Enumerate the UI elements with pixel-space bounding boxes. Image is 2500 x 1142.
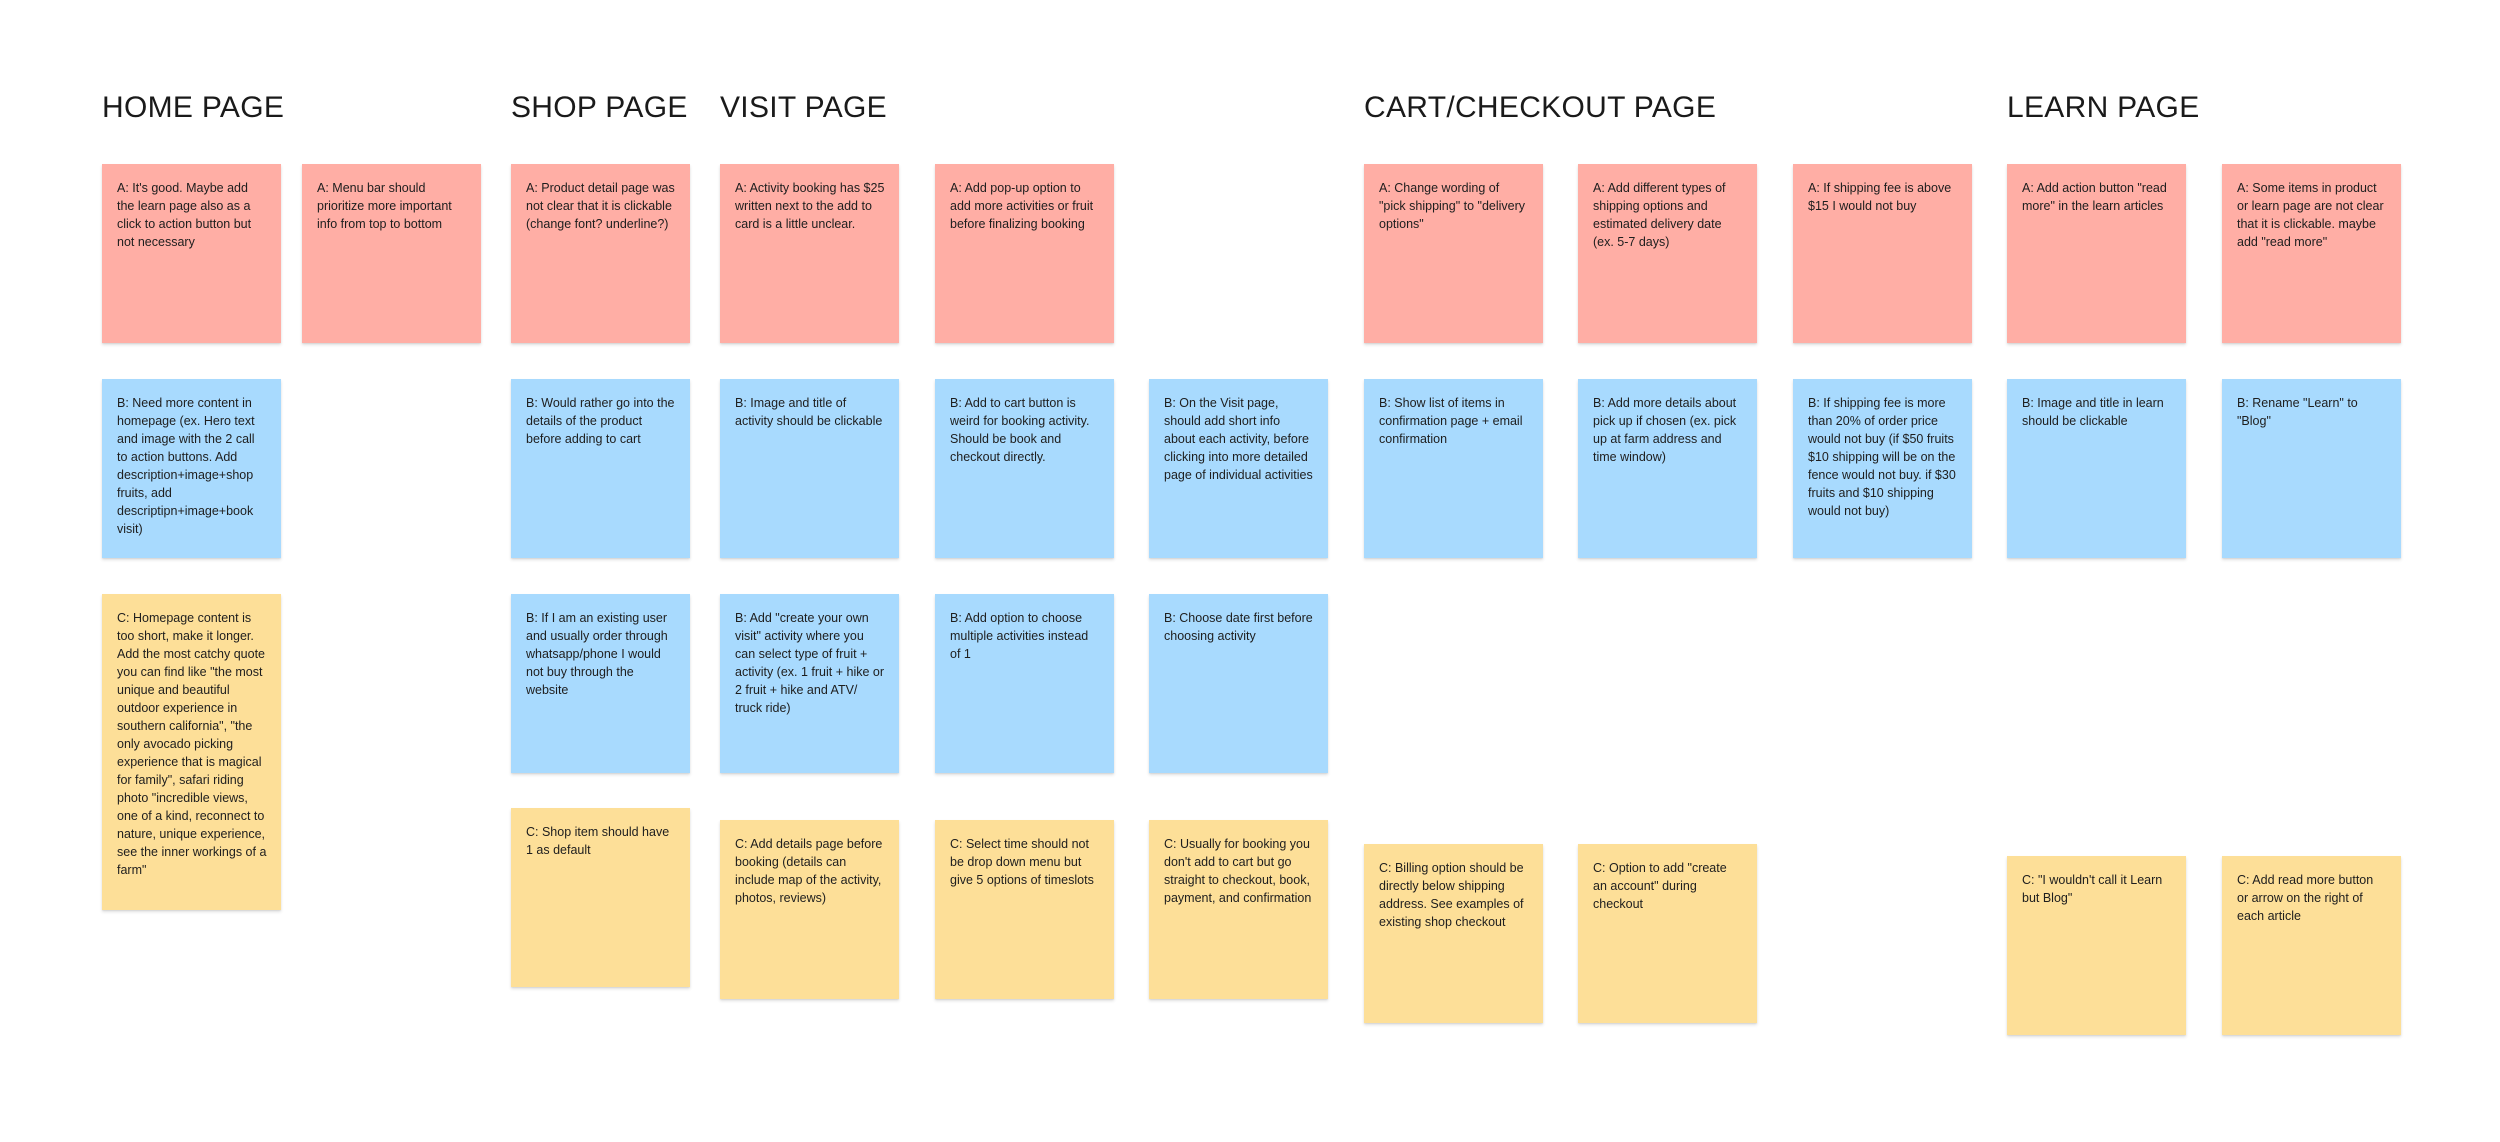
sticky-note-learn-c1[interactable]: C: "I wouldn't call it Learn but Blog" (2007, 856, 2186, 1035)
sticky-note-learn-a2[interactable]: A: Some items in product or learn page a… (2222, 164, 2401, 343)
sticky-note-visit-a2[interactable]: A: Add pop-up option to add more activit… (935, 164, 1114, 343)
heading-visit-page: VISIT PAGE (720, 91, 887, 124)
sticky-note-cart-b2[interactable]: B: Add more details about pick up if cho… (1578, 379, 1757, 558)
sticky-note-shop-b2[interactable]: B: If I am an existing user and usually … (511, 594, 690, 773)
sticky-note-cart-a3[interactable]: A: If shipping fee is above $15 I would … (1793, 164, 1972, 343)
sticky-note-cart-a1[interactable]: A: Change wording of "pick shipping" to … (1364, 164, 1543, 343)
heading-cart-checkout-page: CART/CHECKOUT PAGE (1364, 91, 1717, 124)
sticky-note-visit-b6[interactable]: B: Choose date first before choosing act… (1149, 594, 1328, 773)
sticky-note-visit-a1[interactable]: A: Activity booking has $25 written next… (720, 164, 899, 343)
sticky-note-shop-b1[interactable]: B: Would rather go into the details of t… (511, 379, 690, 558)
sticky-note-home-c1[interactable]: C: Homepage content is too short, make i… (102, 594, 281, 910)
sticky-note-visit-b4[interactable]: B: Add "create your own visit" activity … (720, 594, 899, 773)
heading-shop-page: SHOP PAGE (511, 91, 688, 124)
sticky-note-learn-a1[interactable]: A: Add action button "read more" in the … (2007, 164, 2186, 343)
sticky-note-visit-c1[interactable]: C: Add details page before booking (deta… (720, 820, 899, 999)
sticky-note-visit-b3[interactable]: B: On the Visit page, should add short i… (1149, 379, 1328, 558)
sticky-note-cart-c1[interactable]: C: Billing option should be directly bel… (1364, 844, 1543, 1023)
sticky-note-cart-b3[interactable]: B: If shipping fee is more than 20% of o… (1793, 379, 1972, 558)
sticky-note-shop-a1[interactable]: A: Product detail page was not clear tha… (511, 164, 690, 343)
sticky-note-learn-b2[interactable]: B: Rename "Learn" to "Blog" (2222, 379, 2401, 558)
sticky-note-cart-a2[interactable]: A: Add different types of shipping optio… (1578, 164, 1757, 343)
heading-learn-page: LEARN PAGE (2007, 91, 2200, 124)
sticky-note-cart-c2[interactable]: C: Option to add "create an account" dur… (1578, 844, 1757, 1023)
sticky-note-learn-b1[interactable]: B: Image and title in learn should be cl… (2007, 379, 2186, 558)
sticky-note-visit-b2[interactable]: B: Add to cart button is weird for booki… (935, 379, 1114, 558)
heading-home-page: HOME PAGE (102, 91, 285, 124)
sticky-note-shop-c1[interactable]: C: Shop item should have 1 as default (511, 808, 690, 987)
sticky-note-cart-b1[interactable]: B: Show list of items in confirmation pa… (1364, 379, 1543, 558)
sticky-note-learn-c2[interactable]: C: Add read more button or arrow on the … (2222, 856, 2401, 1035)
sticky-note-visit-c2[interactable]: C: Select time should not be drop down m… (935, 820, 1114, 999)
sticky-note-home-a2[interactable]: A: Menu bar should prioritize more impor… (302, 164, 481, 343)
sticky-note-visit-c3[interactable]: C: Usually for booking you don't add to … (1149, 820, 1328, 999)
sticky-note-home-b1[interactable]: B: Need more content in homepage (ex. He… (102, 379, 281, 558)
sticky-note-visit-b1[interactable]: B: Image and title of activity should be… (720, 379, 899, 558)
sticky-note-home-a1[interactable]: A: It's good. Maybe add the learn page a… (102, 164, 281, 343)
sticky-note-visit-b5[interactable]: B: Add option to choose multiple activit… (935, 594, 1114, 773)
